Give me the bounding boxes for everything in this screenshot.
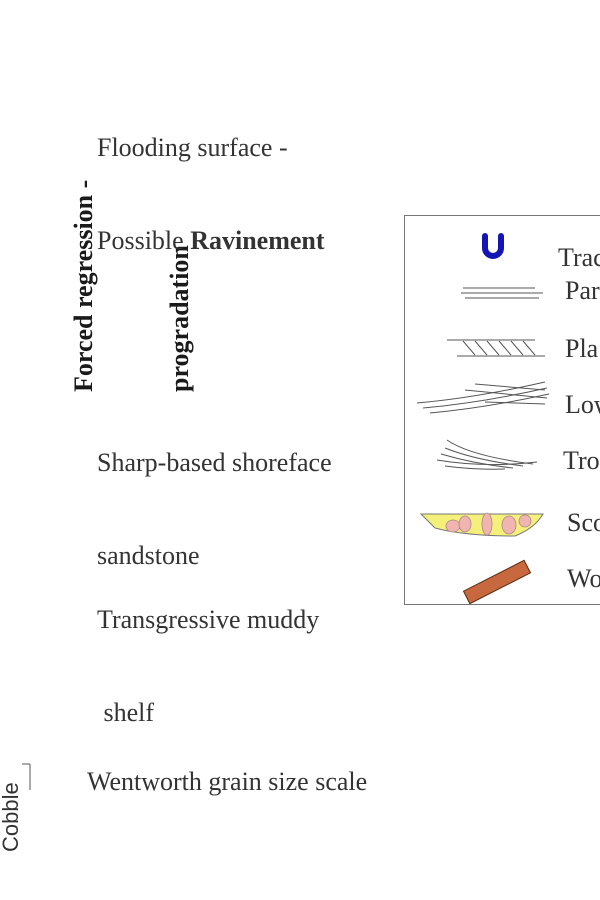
shoreface-line2: sandstone: [97, 541, 200, 570]
legend-item-trace: Trac: [405, 226, 600, 272]
flooding-surface-line1: Flooding surface -: [97, 133, 288, 162]
legend-item-wood: Wo: [405, 556, 600, 605]
vertical-title-line1: Forced regression -: [69, 179, 98, 392]
ravinement-text: Ravinement: [190, 226, 325, 255]
legend-label-wood: Wo: [567, 564, 600, 593]
legend-item-low-angle: Low: [405, 376, 600, 419]
muddy-shelf-line1: Transgressive muddy: [97, 605, 320, 634]
legend-item-trough: Tro: [405, 438, 600, 478]
flooding-surface-label: Flooding surface - Possible Ravinement: [97, 70, 325, 287]
legend-label-trough: Tro: [563, 446, 600, 475]
shoreface-line1: Sharp-based shoreface: [97, 448, 332, 477]
legend-label-scour: Sco: [567, 508, 600, 537]
grain-scale-column: [22, 763, 31, 790]
scour-lag-icon: [419, 512, 544, 537]
legend-label-parallel: Par: [565, 276, 600, 305]
wood-fragment-icon: [462, 559, 532, 605]
trough-cross-bedding-icon: [436, 439, 538, 470]
legend-box: Trac Par Pla Low: [404, 215, 600, 605]
shoreface-label: Sharp-based shoreface sandstone: [97, 385, 332, 602]
muddy-shelf-line2: shelf: [97, 698, 155, 727]
legend-item-scour: Sco: [405, 506, 600, 546]
legend-label-planar: Pla: [565, 334, 599, 363]
grain-scale-caption: Wentworth grain size scale: [87, 767, 368, 796]
flooding-surface-line2: Possible Ravinement: [97, 225, 325, 256]
low-angle-cross-bedding-icon: [416, 381, 550, 414]
flooding-surface-prefix: Possible: [97, 226, 191, 255]
parallel-lamination-icon: [461, 287, 543, 299]
legend-label-trace: Trac: [558, 243, 600, 272]
muddy-shelf-label: Transgressive muddy shelf: [97, 542, 319, 759]
legend-item-planar: Pla: [405, 334, 600, 374]
planar-cross-bedding-icon: [447, 339, 545, 357]
trace-fossil-icon: [482, 233, 504, 259]
legend-label-low-angle: Low: [565, 390, 600, 419]
cobble-label: Cobble: [0, 782, 23, 852]
legend-item-parallel: Par: [405, 276, 600, 316]
